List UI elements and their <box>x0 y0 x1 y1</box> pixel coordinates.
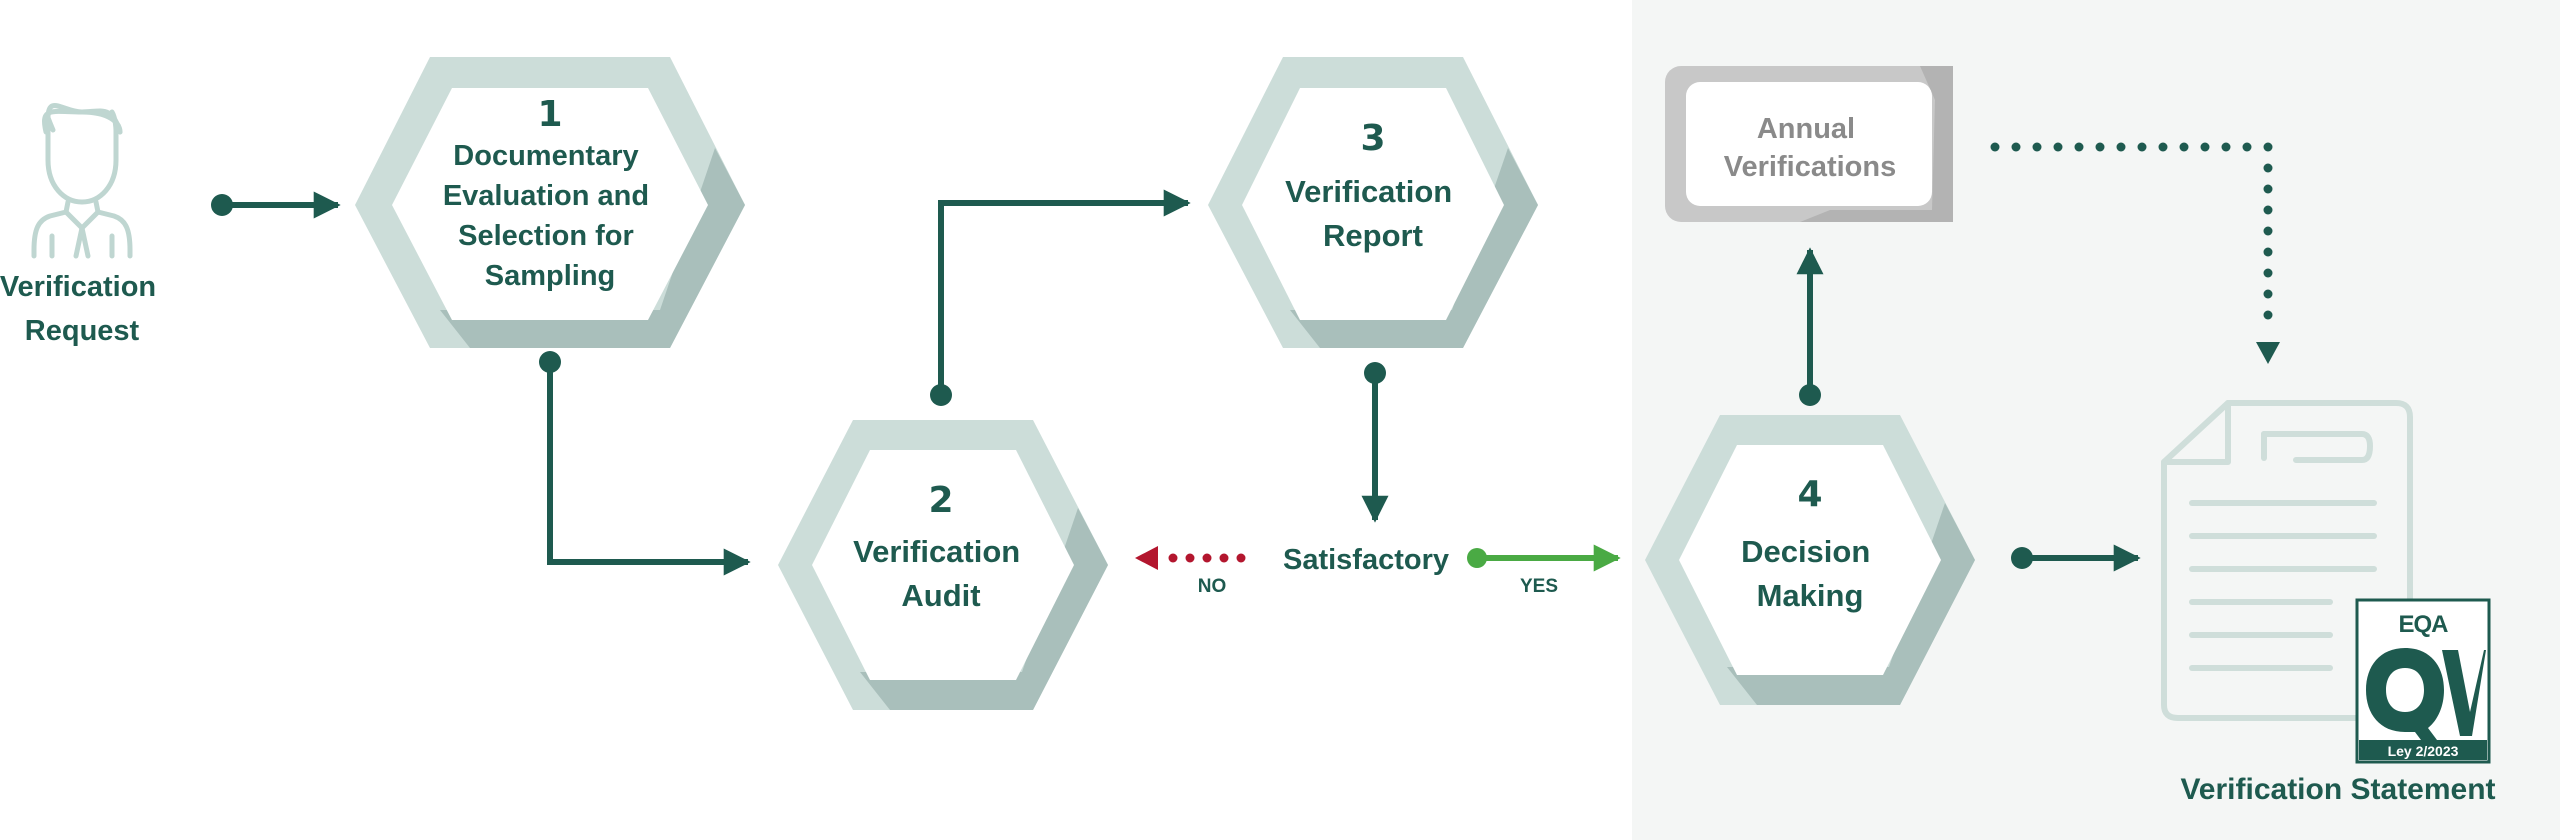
annual-verifications-box: Annual Verifications <box>1665 66 1953 222</box>
step-4-number: 4 <box>1797 474 1822 515</box>
step-2-node: 2 Verification Audit <box>778 420 1108 710</box>
step-3-number: 3 <box>1360 118 1385 159</box>
connector-dot-step4-right <box>2011 547 2033 569</box>
arrow-step2-to-step3 <box>938 189 1191 395</box>
arrow-annual-to-statement <box>1990 142 2280 364</box>
connector-dot-step2 <box>930 384 952 406</box>
step-2-number: 2 <box>928 480 953 521</box>
verification-statement-label: Verification Statement <box>2180 773 2495 806</box>
yes-label: YES <box>1520 576 1558 597</box>
step-3-label: Verification Report <box>1285 174 1461 253</box>
connector-dot-step1 <box>539 351 561 373</box>
step-1-number: 1 <box>537 94 562 135</box>
qv-logo-icon <box>2366 648 2486 744</box>
person-icon <box>31 103 133 259</box>
step-3-node: 3 Verification Report <box>1208 57 1538 348</box>
arrow-step1-to-step2 <box>547 362 751 576</box>
document-icon <box>2161 400 2413 721</box>
badge-brand: EQA <box>2398 611 2448 638</box>
no-label: NO <box>1198 576 1227 597</box>
badge-law: Ley 2/2023 <box>2388 743 2459 759</box>
eqa-badge: EQA Ley 2/2023 <box>2355 598 2491 764</box>
arrow-no-to-step2 <box>1135 546 1246 570</box>
step-1-label: Documentary Evaluation and Selection for… <box>443 140 657 292</box>
step-2-label: Verification Audit <box>853 534 1029 613</box>
verification-request-label: Verification Request <box>0 271 164 347</box>
connector-dot-request <box>211 194 233 216</box>
step-1-node: 1 Documentary Evaluation and Selection f… <box>355 57 745 348</box>
satisfactory-label: Satisfactory <box>1283 544 1449 576</box>
annual-verifications-label: Annual Verifications <box>1724 113 1896 183</box>
step-4-node: 4 Decision Making <box>1645 415 1975 705</box>
step-4-label: Decision Making <box>1741 534 1879 613</box>
connector-dot-step4-up <box>1799 384 1821 406</box>
connector-dot-step3 <box>1364 362 1386 384</box>
